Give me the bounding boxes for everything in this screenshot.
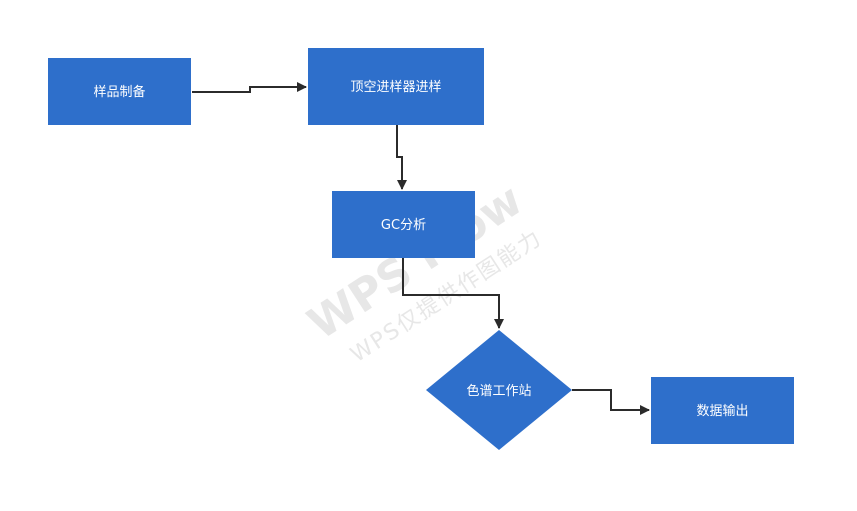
node-output-shape[interactable] <box>651 377 794 444</box>
edge-headspace-to-gc[interactable] <box>396 125 407 190</box>
node-gc[interactable]: GC分析 <box>332 191 475 258</box>
node-output[interactable]: 数据输出 <box>651 377 794 444</box>
node-sample-prep-label: 样品制备 <box>93 84 145 100</box>
node-gc-label: GC分析 <box>381 218 426 233</box>
node-headspace-shape[interactable] <box>308 48 484 125</box>
node-workstation-label: 色谱工作站 <box>466 383 531 399</box>
node-sample-prep-shape[interactable] <box>48 58 191 125</box>
connectors <box>192 82 650 415</box>
edge-gc-to-workstation[interactable] <box>402 258 504 329</box>
node-gc-shape[interactable] <box>332 191 475 258</box>
node-headspace-label: 顶空进样器进样 <box>350 80 441 95</box>
node-headspace[interactable]: 顶空进样器进样 <box>308 48 484 125</box>
node-workstation-shape[interactable] <box>426 330 572 450</box>
edge-workstation-to-output[interactable] <box>572 389 650 415</box>
node-workstation[interactable]: 色谱工作站 <box>426 330 572 450</box>
edge-sample-prep-to-headspace[interactable] <box>192 82 307 93</box>
node-sample-prep[interactable]: 样品制备 <box>48 58 191 125</box>
node-output-label: 数据输出 <box>696 403 748 419</box>
